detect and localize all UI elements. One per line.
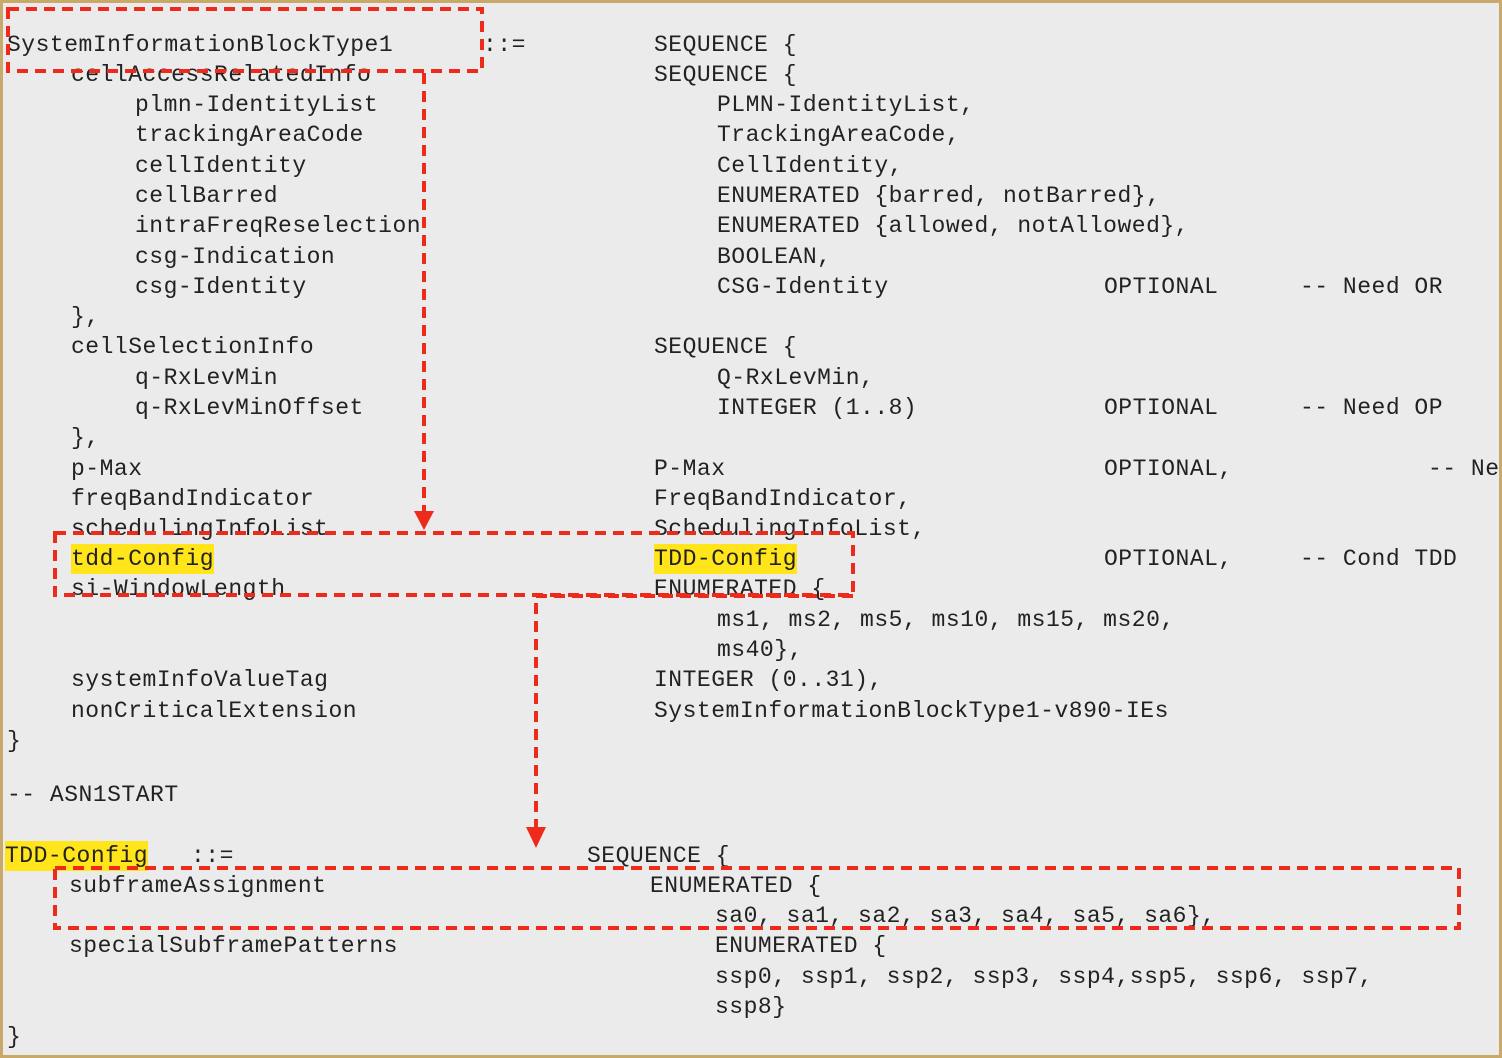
sib1-type: SEQUENCE { xyxy=(654,32,798,58)
tracking-area-code-field: trackingAreaCode xyxy=(135,122,364,148)
q-rx-lev-min-offset-optional: OPTIONAL xyxy=(1104,395,1219,421)
tdd-config-optional: OPTIONAL, xyxy=(1104,546,1233,572)
special-subframe-patterns-field: specialSubframePatterns xyxy=(69,933,398,959)
csg-indication-field: csg-Indication xyxy=(135,244,336,270)
q-rx-lev-min-offset-field: q-RxLevMinOffset xyxy=(135,395,364,421)
si-window-length-field: si-WindowLength xyxy=(71,576,286,602)
q-rx-lev-min-offset-need-comment: -- Need OP xyxy=(1300,395,1444,421)
system-info-value-tag-field: systemInfoValueTag xyxy=(71,667,329,693)
tdd-config-cond-comment: -- Cond TDD xyxy=(1300,546,1458,572)
cell-identity-type: CellIdentity, xyxy=(717,153,903,179)
p-max-field: p-Max xyxy=(71,456,143,482)
special-subframe-patterns-type: ENUMERATED { xyxy=(715,933,887,959)
non-critical-extension-field: nonCriticalExtension xyxy=(71,698,358,724)
cell-barred-type: ENUMERATED {barred, notBarred}, xyxy=(717,183,1161,209)
sib1-close-brace: } xyxy=(7,728,22,754)
plmn-identity-list-type: PLMN-IdentityList, xyxy=(717,92,975,118)
tdd-config-type-name: TDD-Config xyxy=(5,841,149,871)
csg-identity-field: csg-Identity xyxy=(135,274,307,300)
asn1-start-comment: -- ASN1START xyxy=(7,782,179,808)
intra-freq-reselection-field: intraFreqReselection xyxy=(135,213,422,239)
p-max-optional: OPTIONAL, xyxy=(1104,456,1233,482)
special-subframe-patterns-values-line1: ssp0, ssp1, ssp2, ssp3, ssp4,ssp5, ssp6,… xyxy=(715,964,1373,990)
si-window-length-values-line2: ms40}, xyxy=(717,637,803,663)
csg-identity-optional: OPTIONAL xyxy=(1104,274,1219,300)
si-window-length-values-line1: ms1, ms2, ms5, ms10, ms15, ms20, xyxy=(717,607,1175,633)
q-rx-lev-min-field: q-RxLevMin xyxy=(135,365,279,391)
cell-access-close-brace: }, xyxy=(71,304,100,330)
cell-identity-field: cellIdentity xyxy=(135,153,307,179)
sib1-assign: ::= xyxy=(483,32,526,58)
system-info-value-tag-type: INTEGER (0..31), xyxy=(654,667,883,693)
subframe-assignment-type: ENUMERATED { xyxy=(650,873,822,899)
subframe-assignment-field: subframeAssignment xyxy=(69,873,327,899)
cell-selection-info-field: cellSelectionInfo xyxy=(71,334,315,360)
q-rx-lev-min-offset-type: INTEGER (1..8) xyxy=(717,395,918,421)
freq-band-indicator-field: freqBandIndicator xyxy=(71,486,315,512)
cell-selection-info-type: SEQUENCE { xyxy=(654,334,798,360)
tracking-area-code-type: TrackingAreaCode, xyxy=(717,122,961,148)
asn1-code-listing: SystemInformationBlockType1 ::= SEQUENCE… xyxy=(3,3,1500,1055)
cell-access-related-info-field: cellAccessRelatedInfo xyxy=(71,62,372,88)
cell-selection-close-brace: }, xyxy=(71,425,100,451)
tdd-config-close-brace: } xyxy=(7,1024,22,1050)
tdd-config-type: TDD-Config xyxy=(654,544,798,574)
cell-access-related-info-type: SEQUENCE { xyxy=(654,62,798,88)
special-subframe-patterns-values-line2: ssp8} xyxy=(715,994,787,1020)
p-max-type: P-Max xyxy=(654,456,726,482)
plmn-identity-list-field: plmn-IdentityList xyxy=(135,92,379,118)
non-critical-extension-type: SystemInformationBlockType1-v890-IEs xyxy=(654,698,1169,724)
intra-freq-reselection-type: ENUMERATED {allowed, notAllowed}, xyxy=(717,213,1189,239)
freq-band-indicator-type: FreqBandIndicator, xyxy=(654,486,912,512)
subframe-assignment-values: sa0, sa1, sa2, sa3, sa4, sa5, sa6}, xyxy=(715,903,1216,929)
q-rx-lev-min-type: Q-RxLevMin, xyxy=(717,365,875,391)
sib1-type-name: SystemInformationBlockType1 xyxy=(7,32,394,58)
tdd-config-assign: ::= xyxy=(191,843,234,869)
p-max-need-comment: -- Ne xyxy=(1428,456,1500,482)
scheduling-info-list-type: SchedulingInfoList, xyxy=(654,516,926,542)
cell-barred-field: cellBarred xyxy=(135,183,279,209)
scheduling-info-list-field: schedulingInfoList xyxy=(71,516,329,542)
csg-identity-type: CSG-Identity xyxy=(717,274,889,300)
csg-indication-type: BOOLEAN, xyxy=(717,244,832,270)
tdd-config-sequence-type: SEQUENCE { xyxy=(587,843,731,869)
csg-identity-need-comment: -- Need OR xyxy=(1300,274,1444,300)
tdd-config-field: tdd-Config xyxy=(71,544,215,574)
si-window-length-type: ENUMERATED { xyxy=(654,576,826,602)
